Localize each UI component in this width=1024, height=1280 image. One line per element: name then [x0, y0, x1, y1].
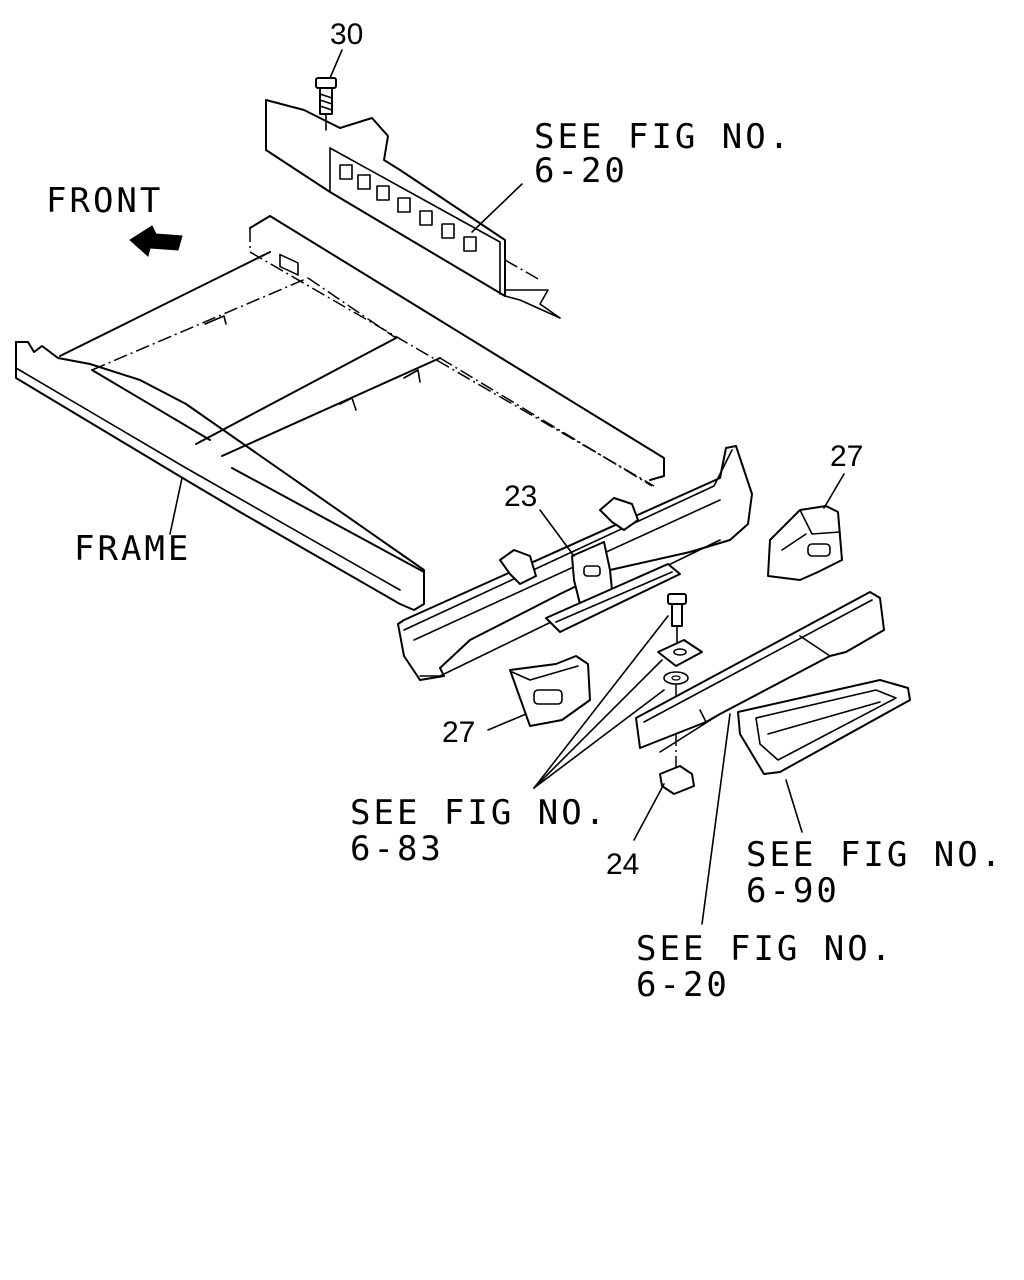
frame [15, 215, 665, 611]
front-arrow-icon [129, 225, 183, 257]
washer-icon [663, 671, 689, 685]
ref-bottom-line1: SEE FIG NO. [636, 929, 894, 969]
step-board [737, 679, 911, 775]
ref-top-line1: SEE FIG NO. [534, 117, 792, 157]
ref-right-line1: SEE FIG NO. [746, 835, 1004, 875]
bracket-left [509, 655, 591, 727]
front-label: FRONT [46, 181, 163, 221]
callout-crossmember: 23 [504, 480, 537, 513]
upper-side-rail [265, 99, 561, 319]
clip-icon [659, 765, 695, 795]
bracket-right [767, 505, 843, 581]
frame-label: FRAME [74, 529, 191, 569]
ref-left-line2: 6-83 [350, 829, 444, 869]
spacer-icon [657, 639, 703, 667]
ref-top-line2: 6-20 [534, 151, 628, 191]
callout-bracket-right: 27 [830, 440, 863, 473]
rear-crossmember [397, 445, 753, 681]
callout-bracket-left: 27 [442, 716, 475, 749]
callout-bolt: 30 [330, 18, 363, 51]
ref-left-line1: SEE FIG NO. [350, 793, 608, 833]
lower-side-rail [635, 591, 885, 753]
bolt-icon [315, 77, 337, 131]
callout-clip: 24 [606, 848, 639, 881]
ref-right-line2: 6-90 [746, 871, 840, 911]
ref-bottom-line2: 6-20 [636, 965, 730, 1005]
